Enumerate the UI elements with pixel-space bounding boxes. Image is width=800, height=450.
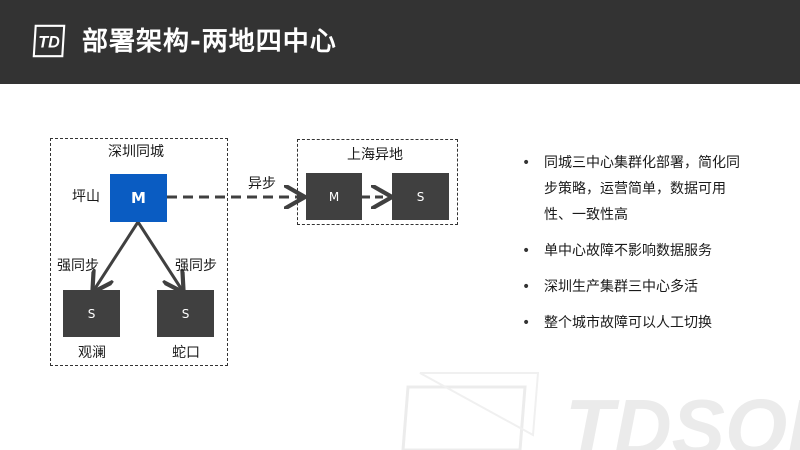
tdsql-watermark: TDSQL [401,372,800,450]
list-item: 整个城市故障可以人工切换 [522,310,747,336]
pingshan-label: 坪山 [72,189,100,205]
sync-label-right: 强同步 [175,258,217,274]
td-logo-icon: TD [32,24,66,58]
shanghai-master-node: M [306,173,362,220]
feature-list: 同城三中心集群化部署，简化同步策略，运营简单，数据可用性、一致性高 单中心故障不… [522,150,747,346]
list-item: 深圳生产集群三中心多活 [522,274,747,300]
shekou-label: 蛇口 [172,345,200,361]
guanlan-label: 观澜 [78,345,106,361]
page-title: 部署架构-两地四中心 [82,27,337,57]
guanlan-slave-node: S [63,290,120,337]
sync-arrow-right [136,221,182,290]
shanghai-label: 上海异地 [347,147,403,163]
header-bar: TD 部署架构-两地四中心 [0,0,800,84]
pingshan-master-node: M [110,174,167,222]
svg-text:TDSQL: TDSQL [565,383,800,450]
shenzhen-label: 深圳同城 [108,144,164,160]
sync-arrow-left [94,221,140,290]
async-label: 异步 [248,176,276,192]
sync-label-left: 强同步 [57,258,99,274]
shanghai-region [297,139,458,225]
list-item: 同城三中心集群化部署，简化同步策略，运营简单，数据可用性、一致性高 [522,150,747,228]
shanghai-slave-node: S [392,173,449,220]
shekou-slave-node: S [157,290,214,337]
list-item: 单中心故障不影响数据服务 [522,238,747,264]
shenzhen-region [50,138,228,366]
svg-text:TD: TD [38,34,60,52]
